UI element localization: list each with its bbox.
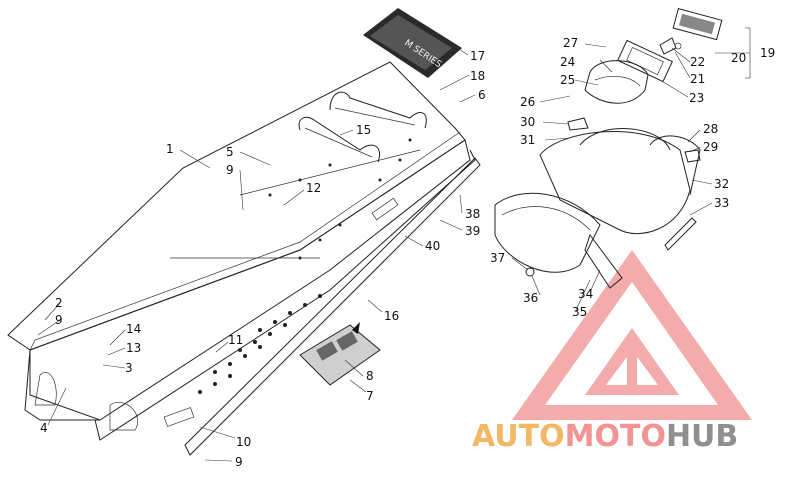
callout-37: 37 [490,251,505,265]
callout-8: 8 [366,369,374,383]
callout-39: 39 [465,224,480,238]
callout-19: 19 [760,46,775,60]
watermark-hub: HUB [666,419,738,454]
callout-23: 23 [689,91,704,105]
callout-9-left: 9 [55,313,63,327]
watermark-moto: MOTO [565,419,666,454]
watermark-auto: AUTO [472,419,565,454]
callout-2: 2 [55,296,63,310]
callout-20: 20 [731,51,746,65]
callout-7: 7 [366,389,374,403]
callout-29: 29 [703,140,718,154]
m-series-decal: M SERIES [363,8,462,78]
callout-28: 28 [703,122,718,136]
callout-38: 38 [465,207,480,221]
callout-21: 21 [690,72,705,86]
svg-text:AUTOMOTOHUB: AUTOMOTOHUB [472,419,738,454]
callout-34: 34 [578,287,593,301]
callout-18: 18 [470,69,485,83]
callout-16: 16 [384,309,399,323]
callout-13: 13 [126,341,141,355]
watermark-text: AUTOMOTOHUB [472,419,738,454]
callout-12: 12 [306,181,321,195]
callout-9-top: 9 [226,163,234,177]
callout-33: 33 [714,196,729,210]
callout-17: 17 [470,49,485,63]
callout-22: 22 [690,55,705,69]
callout-32: 32 [714,177,729,191]
callout-11: 11 [228,333,243,347]
callout-numbers: 1 2 3 4 5 6 7 8 9 9 9 10 11 12 13 14 15 … [40,36,775,469]
callout-26: 26 [520,95,535,109]
callout-24: 24 [560,55,575,69]
callout-31: 31 [520,133,535,147]
seat-cowl [494,60,701,289]
callout-9-bottom: 9 [235,455,243,469]
callout-25: 25 [560,73,575,87]
leader-lines [37,27,751,462]
callout-35: 35 [572,305,587,319]
callout-3: 3 [125,361,133,375]
tunnel-assembly [7,61,481,456]
callout-27: 27 [563,36,578,50]
side-hole-pattern [198,138,412,394]
callout-6: 6 [478,88,486,102]
callout-5: 5 [226,145,234,159]
taillight-assembly [617,8,723,83]
callout-36: 36 [523,291,538,305]
callout-30: 30 [520,115,535,129]
callout-10: 10 [236,435,251,449]
footrest-plate [299,322,381,386]
grab-handles [298,91,427,163]
watermark-logo-icon [512,250,752,420]
callout-40: 40 [425,239,440,253]
callout-15: 15 [356,123,371,137]
callout-1: 1 [166,142,174,156]
callout-4: 4 [40,421,48,435]
callout-14: 14 [126,322,141,336]
